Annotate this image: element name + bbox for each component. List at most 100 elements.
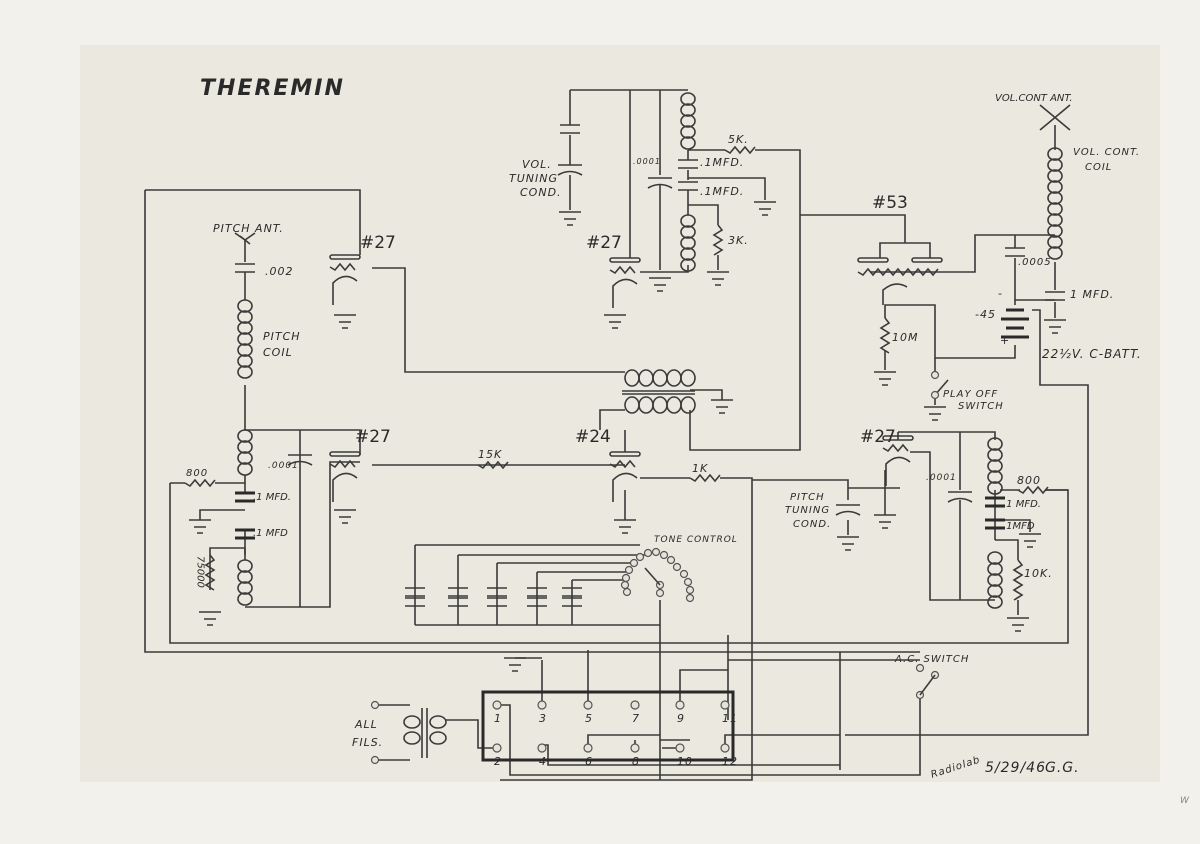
coil-loop [1047,235,1063,249]
signature-date: 5/29/46 [985,760,1046,776]
capacitor [235,528,255,540]
label-cap-1mfd: .1 MFD. [1003,499,1041,510]
tube-plate [609,257,641,263]
socket-pin [630,700,640,710]
wires [144,89,1089,781]
terminal [370,700,380,710]
resistor [329,459,356,469]
ground-symbol [1044,319,1066,334]
tube-filament [332,472,358,502]
socket-pin-number: 6 [585,755,593,768]
label-res-1k: 1K [692,462,708,475]
label-vol-tuning: COND. [520,186,562,199]
terminal [685,585,695,595]
terminal [624,565,634,575]
capacitor [487,587,507,597]
label-cap-1mfd: .1MFD. [700,156,744,169]
resistor [609,459,636,469]
label-cap-002: .002 [265,265,294,278]
label-res-5k: 5K. [728,133,749,146]
coil-loop [237,581,253,595]
capacitor [562,587,582,597]
label-pitch-tuning: COND. [793,519,831,530]
socket-pin-number: 10 [677,755,693,768]
capacitor [562,597,582,607]
label-cap-1mfd: .1 MFD [253,528,288,539]
label-res-75000: 75000 [195,556,206,588]
label-pitch-tuning: TUNING [785,505,830,516]
capacitor [448,587,468,597]
diagram-title: THEREMIN [200,76,345,101]
coil-loop [237,429,253,443]
ac-switch-arm [919,674,936,696]
ground-symbol [614,519,636,534]
socket-pin-number: 9 [677,712,685,725]
resistor [184,478,216,488]
components [184,92,1066,765]
coil-loop [987,584,1003,598]
label-cap-0001: .0001 [633,157,661,166]
coil-loop [237,321,253,335]
coil-loop [987,448,1003,462]
coil-loop [237,570,253,584]
tube-filament [332,275,358,305]
socket-pin [720,700,730,710]
ground-symbol [199,611,221,626]
socket-pin-number: 8 [632,755,640,768]
label-cap-1mfd: .1MFD. [700,185,744,198]
capacitor [678,159,698,169]
ground-symbol [924,406,946,421]
resistor [204,554,216,591]
socket-pin-number: 4 [539,755,547,768]
capacitor [527,597,547,607]
coil-loop [429,715,447,729]
label-vol-cont-coil: COIL [1085,162,1112,173]
label-vol-tuning: VOL. [522,158,552,171]
socket-pin [675,700,685,710]
label-vol-cont-ant: VOL.CONT ANT. [995,93,1073,104]
corner-mark: W [1180,796,1190,806]
terminal [685,593,695,603]
coil-loop [237,310,253,324]
coil-loop [680,225,696,239]
terminal [659,550,669,560]
coil-loop [237,592,253,606]
coil-loop [1047,224,1063,238]
capacitor [1005,247,1025,257]
resistor [882,443,909,453]
terminal [635,552,645,562]
coil-loop [1047,169,1063,183]
capacitor [448,597,468,607]
coil-loop [1047,191,1063,205]
resistor [712,224,724,256]
coil-loop [237,462,253,476]
tube-filament [882,283,908,305]
label-pitch-ant: PITCH ANT. [213,222,284,235]
coil-loop [403,715,421,729]
capacitor [1045,291,1065,301]
socket-pin-number: 7 [632,712,640,725]
coil-loop [237,440,253,454]
capacitor [560,124,580,134]
label-batt-plus: + [1000,334,1010,347]
socket-pin-number: 3 [539,712,547,725]
coil-loop [987,562,1003,576]
coil-loop [237,365,253,379]
socket-pin-number: 2 [494,755,502,768]
socket-pin [583,700,593,710]
label-all-fils: FILS. [352,736,383,749]
socket-pin [583,743,593,753]
coil-loop [1047,246,1063,260]
label-res-10k: 10K. [1024,567,1053,580]
coil-loop [680,369,696,387]
coil-loop [987,437,1003,451]
coil-loop [403,731,421,745]
resistor [329,262,356,272]
coil-loop [987,595,1003,609]
tube-label: #27 [355,427,391,447]
label-c-batt: 22½V. C-BATT. [1042,347,1142,361]
transformer-core [421,708,428,758]
tube-label: #27 [586,233,622,253]
label-pitch-coil: COIL [263,346,293,359]
